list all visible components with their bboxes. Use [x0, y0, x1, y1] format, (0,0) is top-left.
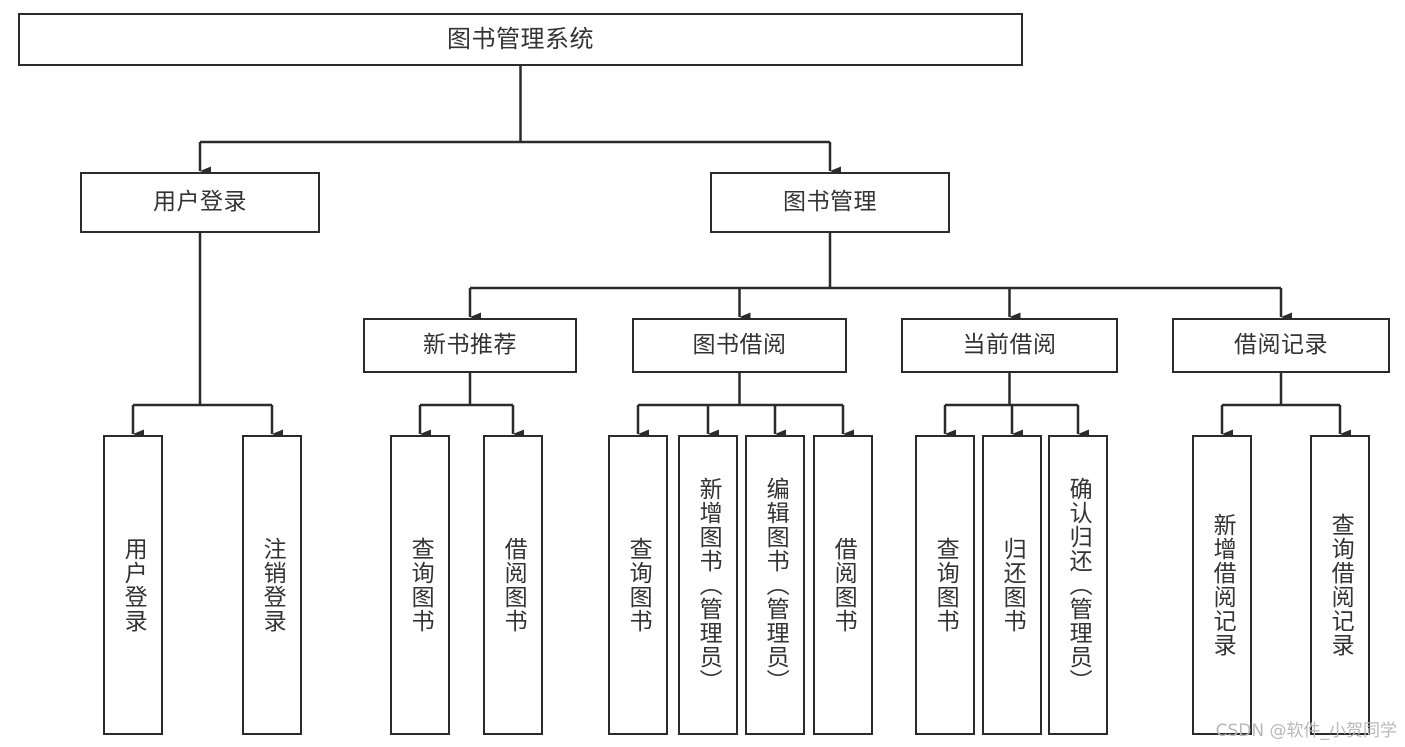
node-label-leaf-confirm-return: 确认归还（管理员） [1065, 477, 1092, 693]
node-label-leaf-user-login: 用户登录 [120, 537, 147, 633]
node-label-leaf-edit-book: 编辑图书（管理员） [762, 477, 789, 693]
node-leaf-logout: 注销登录 [242, 435, 302, 735]
node-label-leaf-add-book: 新增图书（管理员） [695, 477, 722, 693]
node-leaf-add-book: 新增图书（管理员） [678, 435, 738, 735]
node-label-root: 图书管理系统 [447, 25, 594, 54]
node-current-borrow: 当前借阅 [901, 318, 1118, 373]
node-label-leaf-logout: 注销登录 [259, 537, 286, 633]
node-leaf-user-login: 用户登录 [103, 435, 163, 735]
node-label-leaf-query-book-1: 查询图书 [407, 537, 434, 633]
node-borrow-record: 借阅记录 [1172, 318, 1390, 373]
node-label-leaf-return-book: 归还图书 [999, 537, 1026, 633]
node-label-leaf-borrow-book-2: 借阅图书 [830, 537, 857, 633]
node-label-leaf-query-record: 查询借阅记录 [1327, 513, 1354, 657]
node-leaf-query-record: 查询借阅记录 [1310, 435, 1370, 735]
node-leaf-borrow-book-2: 借阅图书 [813, 435, 873, 735]
node-label-leaf-query-book-3: 查询图书 [932, 537, 959, 633]
node-leaf-query-book-3: 查询图书 [915, 435, 975, 735]
node-leaf-confirm-return: 确认归还（管理员） [1048, 435, 1108, 735]
node-label-user-login: 用户登录 [153, 188, 247, 215]
node-label-leaf-query-book-2: 查询图书 [625, 537, 652, 633]
node-label-leaf-add-record: 新增借阅记录 [1209, 513, 1236, 657]
node-leaf-edit-book: 编辑图书（管理员） [745, 435, 805, 735]
node-leaf-borrow-book-1: 借阅图书 [483, 435, 543, 735]
node-label-new-book-rec: 新书推荐 [423, 331, 517, 358]
node-label-book-manage: 图书管理 [783, 188, 877, 215]
connector-lines [131, 66, 1351, 439]
node-leaf-query-book-2: 查询图书 [608, 435, 668, 735]
node-leaf-return-book: 归还图书 [982, 435, 1042, 735]
node-label-borrow-record: 借阅记录 [1234, 331, 1328, 358]
node-new-book-rec: 新书推荐 [363, 318, 577, 373]
node-label-current-borrow: 当前借阅 [962, 331, 1057, 358]
node-user-login: 用户登录 [80, 172, 320, 233]
node-leaf-query-book-1: 查询图书 [390, 435, 450, 735]
node-root: 图书管理系统 [18, 13, 1023, 66]
node-book-manage: 图书管理 [710, 172, 950, 233]
node-book-borrow: 图书借阅 [632, 318, 847, 373]
node-label-leaf-borrow-book-1: 借阅图书 [500, 537, 527, 633]
node-leaf-add-record: 新增借阅记录 [1192, 435, 1252, 735]
node-label-book-borrow: 图书借阅 [692, 331, 787, 358]
